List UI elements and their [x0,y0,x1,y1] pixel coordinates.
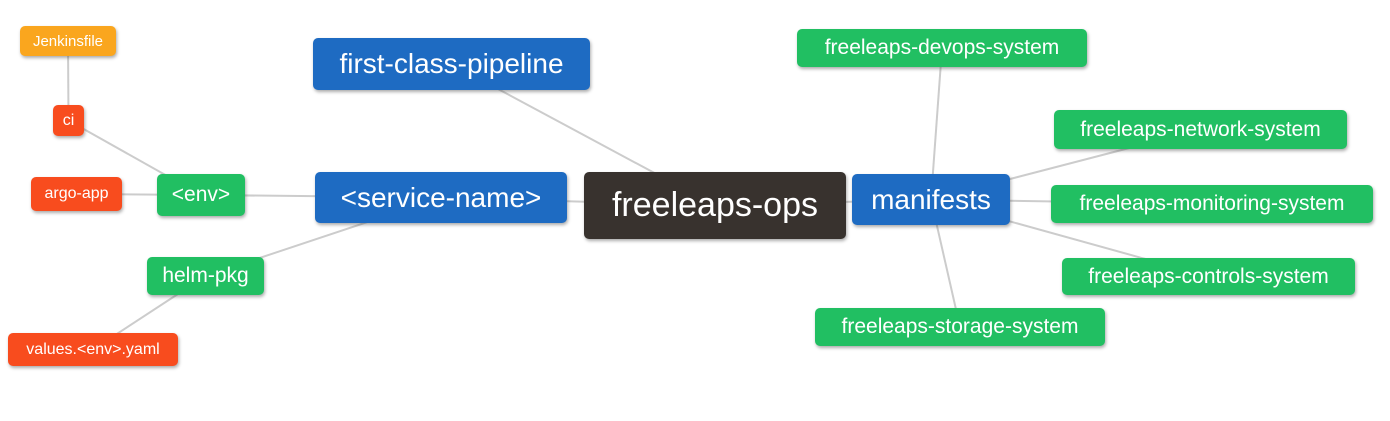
node-values-env-yaml[interactable]: values.<env>.yaml [8,333,178,366]
node-manifests[interactable]: manifests [852,174,1010,225]
node-freeleaps-ops-root[interactable]: freeleaps-ops [584,172,846,239]
node-ci[interactable]: ci [53,105,84,136]
node-monitoring-system[interactable]: freeleaps-monitoring-system [1051,185,1373,223]
node-argo-app[interactable]: argo-app [31,177,122,211]
node-first-class-pipeline[interactable]: first-class-pipeline [313,38,590,90]
node-network-system[interactable]: freeleaps-network-system [1054,110,1347,149]
node-service-name[interactable]: <service-name> [315,172,567,223]
node-controls-system[interactable]: freeleaps-controls-system [1062,258,1355,295]
node-helm-pkg[interactable]: helm-pkg [147,257,264,295]
node-storage-system[interactable]: freeleaps-storage-system [815,308,1105,346]
node-env[interactable]: <env> [157,174,245,216]
node-devops-system[interactable]: freeleaps-devops-system [797,29,1087,67]
node-jenkinsfile[interactable]: Jenkinsfile [20,26,116,56]
